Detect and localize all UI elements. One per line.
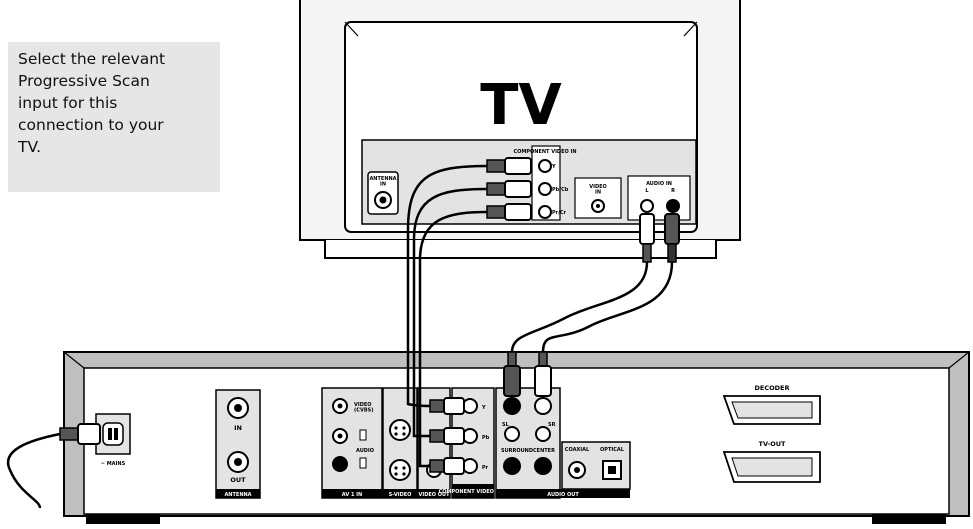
audio-out-c-jack [534,457,552,475]
tv-component-pr-jack [538,205,552,219]
audio-out-fl-jack [503,397,521,415]
audio-out-block: SL SR SURROUND CENTER AUDIO OUT [495,387,630,499]
av1-audio-label: AUDIO [356,448,374,454]
mains-label: ~ MAINS [101,461,126,467]
decoder-scart: DECODER [722,384,821,425]
component-out-pr-jack [462,458,478,474]
component-pr-cable [418,210,488,468]
tv-audio-in-label: AUDIO IN [646,181,672,187]
svideo-in-jack [389,419,411,441]
mains-socket: ~ MAINS [95,413,131,467]
tv-audio-r-label: R [671,188,675,194]
audio-l-cable [510,261,649,353]
tv-component-y-jack [538,159,552,173]
svideo-label: S-VIDEO [389,492,412,498]
tv-component-y-label: Y [551,164,556,170]
audio-out-sr-jack [535,426,551,442]
coaxial-label: COAXIAL [565,447,590,453]
component-y-cable [406,164,488,408]
tv-audio-r-jack [666,199,680,213]
video-out-label: VIDEO OUT [418,492,450,498]
audio-r-cable [541,261,674,353]
antenna-out-label: OUT [230,476,246,484]
antenna-in-label: IN [234,424,242,432]
audio-out-sl-jack [504,426,520,442]
component-out-y-label: Y [481,405,486,411]
audio-out-fr-jack [534,397,552,415]
tv-audio-plugs [639,213,680,263]
av1-audio-r-jack [332,456,348,472]
dvd-audio-plugs [503,351,552,397]
antenna-label: ANTENNA [224,492,251,498]
av1-video-label: VIDEO(CVBS) [354,402,374,414]
digital-out-block: COAXIAL OPTICAL [561,441,631,490]
component-out-pb-jack [462,428,478,444]
tv-audio-l-jack [640,199,654,213]
audio-out-center-label: CENTER [533,448,555,454]
left-foot [86,514,160,524]
tv-audio-l-label: L [645,188,649,194]
tv-out-scart: TV-OUT [722,440,821,483]
component-out-pb-label: Pb [482,435,490,441]
dvd-component-plugs [429,397,465,475]
mains-cable [6,432,61,509]
optical-label: OPTICAL [600,447,625,453]
component-out-y-jack [462,398,478,414]
tv-out-label: TV-OUT [759,440,786,448]
decoder-label: DECODER [755,384,790,392]
audio-out-label: AUDIO OUT [547,492,579,498]
audio-out-surround-label: SURROUND [501,448,533,454]
mains-plug [59,423,101,445]
instruction-callout: Select the relevant Progressive Scan inp… [8,42,220,192]
av1-in-label: AV 1 IN [342,492,362,498]
audio-out-sr-label: SR [548,422,556,428]
tv-component-in: COMPONENT VIDEO IN Y Pb/Cb Pr/Cr [513,145,577,221]
antenna-block: IN OUT ANTENNA [215,389,261,499]
tv-title: TV [480,73,562,138]
component-out-pr-label: Pr [482,465,489,471]
tv-component-plugs [486,157,532,221]
svideo-out-jack [389,459,411,481]
player-unit: ~ MAINS IN OUT ANTENNA VIDEO(CVBS) [63,351,970,524]
tv-component-pb-jack [538,182,552,196]
svideo-block: S-VIDEO [382,387,418,499]
tv-component-pb-label: Pb/Cb [552,187,569,193]
right-foot [872,514,946,524]
audio-out-sl-label: SL [502,422,510,428]
component-out-label: COMPONENT VIDEO OUT [439,489,508,495]
tv-audio-in: AUDIO IN L R [627,175,691,221]
av1-in-block: VIDEO(CVBS) AUDIO AV 1 IN [321,387,383,499]
tv-component-label: COMPONENT VIDEO IN [513,149,576,155]
cables [6,164,674,509]
audio-out-sw-jack [503,457,521,475]
tv-component-pr-label: Pr/Cr [552,210,567,216]
